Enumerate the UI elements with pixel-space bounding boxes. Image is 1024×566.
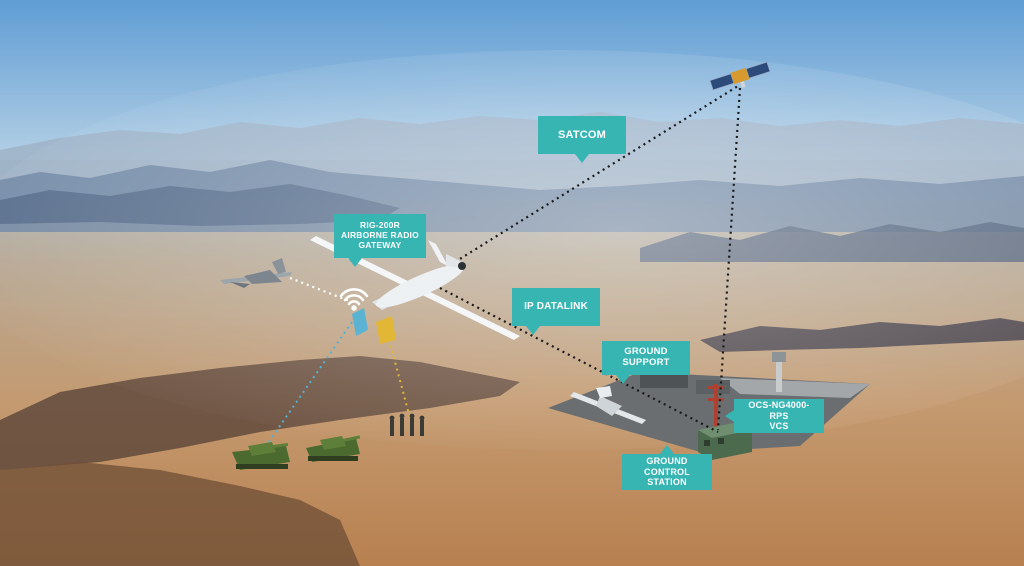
foreground-rocks	[0, 462, 360, 566]
ground-support-label: GROUND SUPPORT	[602, 341, 690, 384]
drone-icon	[310, 236, 520, 340]
gateway-label-text: RIG-200R AIRBORNE RADIO GATEWAY	[341, 220, 419, 250]
vcs-label-text: OCS-NG4000-RPS VCS	[748, 400, 810, 432]
soldiers-icon	[389, 413, 425, 436]
ip-datalink-line	[439, 287, 719, 433]
hangar	[640, 372, 688, 388]
airfield-apron-light	[720, 378, 870, 398]
gateway-label: RIG-200R AIRBORNE RADIO GATEWAY	[334, 214, 426, 267]
tank-icon-2	[306, 435, 361, 462]
ground-control-station-label-text: GROUND CONTROL STATION	[644, 456, 690, 488]
control-tower-icon	[772, 352, 786, 392]
wifi-icon	[339, 288, 369, 311]
satcom-label-text: SATCOM	[557, 128, 607, 141]
satellite-icon	[709, 61, 771, 91]
antenna-mast	[708, 384, 724, 430]
data-cone	[352, 308, 368, 336]
radio-cone	[376, 316, 396, 344]
fighter-jet-icon	[220, 258, 292, 288]
ground-support-label-text: GROUND SUPPORT	[622, 346, 670, 368]
ground-control-station-label: GROUND CONTROL STATION	[622, 445, 712, 490]
satcom-link	[454, 85, 739, 263]
satcom-label: SATCOM	[538, 116, 626, 163]
tank-icon	[232, 442, 290, 470]
ip-datalink-label: IP DATALINK	[512, 288, 600, 335]
tank-link	[265, 321, 353, 447]
jet-link	[289, 276, 353, 304]
ip-datalink-label-text: IP DATALINK	[524, 301, 588, 313]
parked-drone	[570, 386, 646, 424]
vcs-label: OCS-NG4000-RPS VCS	[725, 399, 824, 433]
haze-glow	[0, 50, 1024, 450]
